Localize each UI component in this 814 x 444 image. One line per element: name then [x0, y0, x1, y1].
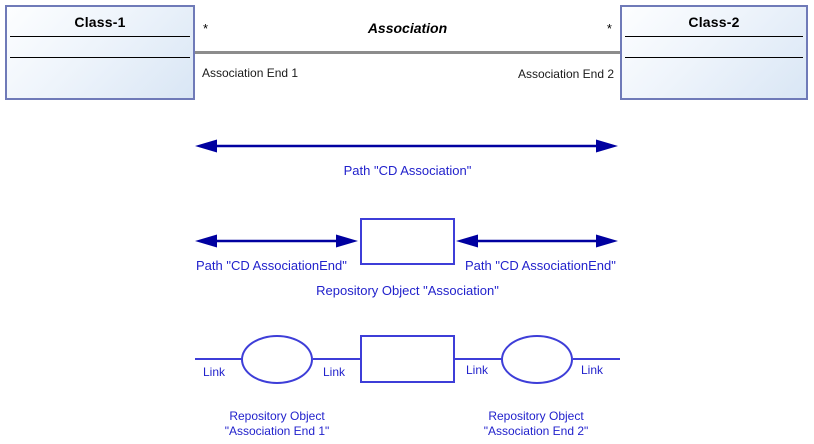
- arrowhead-right-icon: [596, 234, 618, 248]
- repository-object-association-label: Repository Object "Association": [316, 283, 499, 298]
- repository-object-association-shape: [360, 218, 455, 265]
- association-end1-shape: [241, 335, 313, 384]
- association-end2-shape: [501, 335, 573, 384]
- class-box-class1: Class-1: [5, 5, 195, 100]
- class1-operations-divider: [10, 57, 190, 58]
- path-cd-associationend-right-label: Path "CD AssociationEnd": [465, 258, 616, 273]
- repository-object-end1-line2: "Association End 1": [224, 424, 330, 438]
- cd-associationend-arrow-right: [456, 234, 618, 248]
- association-end1-label: Association End 1: [202, 66, 299, 80]
- class-box-class2: Class-2: [620, 5, 808, 100]
- cd-associationend-arrow-left: [195, 234, 358, 248]
- repository-object-end1-line1: Repository Object: [229, 409, 325, 423]
- arrowhead-left-icon: [195, 234, 217, 248]
- arrowhead-right-icon: [596, 139, 618, 153]
- path-cd-association-label: Path "CD Association": [343, 163, 472, 178]
- path-cd-associationend-left-label: Path "CD AssociationEnd": [196, 258, 347, 273]
- link-label-1: Link: [203, 365, 226, 379]
- link-label-2: Link: [323, 365, 346, 379]
- arrowhead-right-icon: [336, 234, 358, 248]
- repository-object-end1-label: Repository Object "Association End 1": [187, 409, 367, 439]
- link-line-3: [455, 358, 502, 360]
- link-line-2: [313, 358, 360, 360]
- association-end2-label: Association End 2: [517, 67, 614, 81]
- repository-object-end2-label: Repository Object "Association End 2": [446, 409, 626, 439]
- repository-object-end2-line2: "Association End 2": [483, 424, 589, 438]
- association-shape-bottom: [360, 335, 455, 383]
- class2-title: Class-2: [688, 14, 740, 30]
- link-label-4: Link: [581, 363, 604, 377]
- association-name: Association: [367, 20, 448, 36]
- class2-operations-divider: [625, 57, 803, 58]
- cd-association-arrow: [195, 139, 618, 153]
- class1-title: Class-1: [74, 14, 126, 30]
- class2-attributes-divider: [625, 36, 803, 37]
- repository-object-end2-line1: Repository Object: [488, 409, 584, 423]
- class1-attributes-divider: [10, 36, 190, 37]
- multiplicity-left: *: [203, 20, 209, 36]
- link-line-1: [195, 358, 242, 360]
- multiplicity-right: *: [606, 20, 612, 36]
- arrowhead-left-icon: [195, 139, 217, 153]
- arrowhead-left-icon: [456, 234, 478, 248]
- link-line-4: [573, 358, 620, 360]
- link-label-3: Link: [466, 363, 489, 377]
- association-connector-line: [195, 51, 620, 54]
- association-header: * Association *: [195, 20, 620, 36]
